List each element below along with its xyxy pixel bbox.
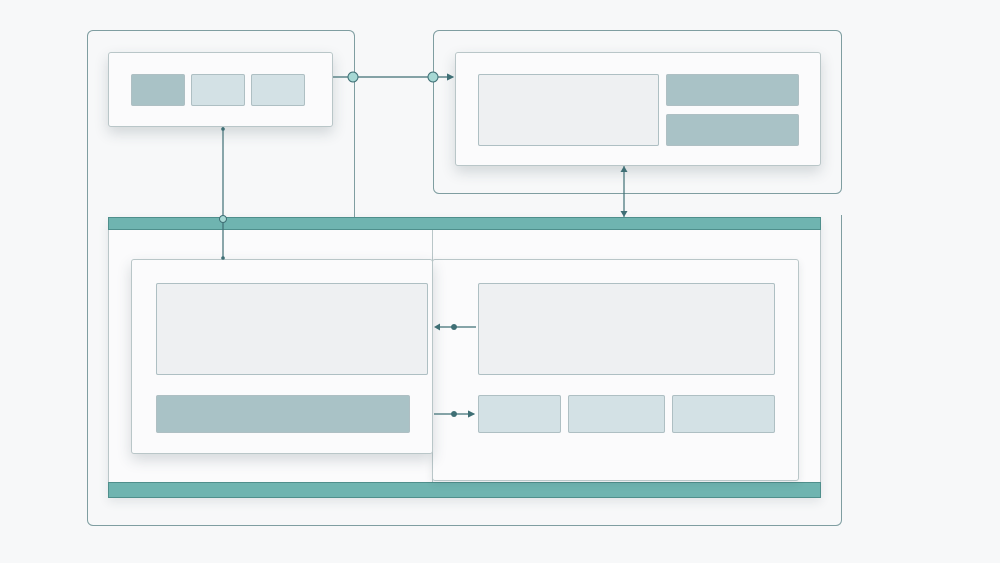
inner-left-content-area bbox=[156, 283, 428, 375]
top-right-block-2 bbox=[666, 114, 799, 146]
main-footer-bar bbox=[108, 482, 821, 498]
top-left-block-2 bbox=[191, 74, 245, 106]
inner-left-panel bbox=[131, 259, 433, 454]
top-right-frame bbox=[433, 30, 842, 194]
left-outer-frame bbox=[87, 215, 842, 526]
top-right-block-1 bbox=[666, 74, 799, 106]
top-left-panel bbox=[108, 52, 333, 127]
inner-left-wide-block bbox=[156, 395, 410, 433]
inner-right-content-area bbox=[478, 283, 775, 375]
top-right-content-area bbox=[478, 74, 659, 146]
top-left-frame bbox=[87, 30, 355, 222]
inner-right-block-1 bbox=[478, 395, 561, 433]
top-left-block-3 bbox=[251, 74, 305, 106]
top-right-panel bbox=[455, 52, 821, 166]
inner-right-block-2 bbox=[568, 395, 665, 433]
top-left-block-1 bbox=[131, 74, 185, 106]
main-header-bar bbox=[108, 217, 821, 230]
inner-right-block-3 bbox=[672, 395, 775, 433]
inner-right-panel bbox=[432, 259, 799, 481]
